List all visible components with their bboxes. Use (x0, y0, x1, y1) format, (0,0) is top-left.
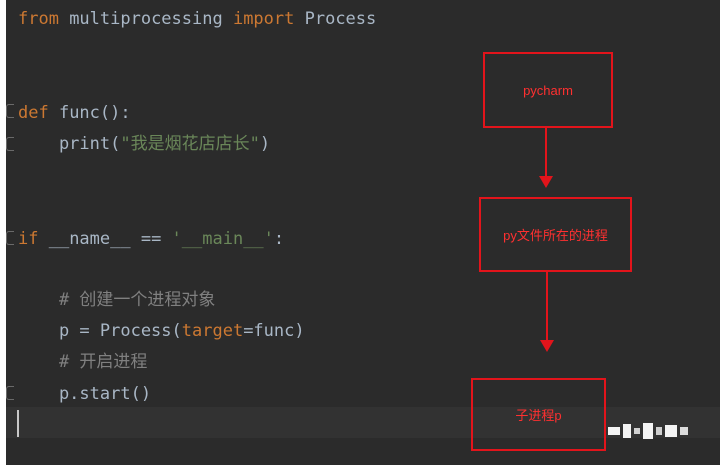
box-label: pycharm (523, 82, 573, 98)
text-caret (17, 410, 19, 437)
box-label: 子进程p (515, 408, 562, 423)
code-text: p = Process( (18, 321, 182, 341)
watermark-logo (608, 420, 696, 442)
string-literal: '__main__' (171, 229, 274, 249)
fold-marker-icon[interactable] (6, 104, 14, 118)
current-line-highlight (6, 407, 720, 438)
arrow-line (546, 272, 548, 342)
diagram-box-child-process: 子进程p (471, 378, 606, 451)
fold-end-marker-icon[interactable] (6, 386, 14, 400)
code-text: multiprocessing (58, 9, 233, 29)
diagram-box-pycharm: pycharm (483, 52, 613, 128)
arrow-down-icon (540, 340, 554, 352)
string-literal: "我是烟花店店长" (120, 134, 260, 154)
code-line-def: def func(): (18, 102, 131, 124)
code-line-print: print("我是烟花店店长") (18, 133, 270, 155)
code-text: print( (18, 134, 121, 154)
arrow-line (545, 128, 547, 178)
fold-end-marker-icon[interactable] (6, 137, 14, 151)
diagram-box-main-process: py文件所在的进程 (479, 197, 632, 272)
code-line-process: p = Process(target=func) (18, 320, 305, 342)
code-line-comment: # 开启进程 (18, 352, 148, 372)
box-label: py文件所在的进程 (503, 228, 608, 243)
code-line-start: p.start() (18, 384, 152, 404)
parameter-name: target (181, 321, 244, 341)
code-line-if-main: if __name__ == '__main__': (18, 228, 284, 250)
code-text: func(): (48, 103, 131, 123)
code-editor[interactable]: from multiprocessing import Process def … (6, 0, 720, 465)
keyword: def (18, 103, 49, 123)
fold-marker-icon[interactable] (6, 231, 14, 245)
keyword: if (18, 229, 39, 249)
keyword: import (232, 9, 295, 29)
code-text: ) (259, 134, 271, 154)
code-text: : (273, 229, 285, 249)
code-line-import: from multiprocessing import Process (18, 8, 376, 30)
code-line-comment: # 创建一个进程对象 (18, 290, 216, 310)
keyword: from (18, 9, 59, 29)
code-text: =func) (243, 321, 305, 341)
arrow-down-icon (539, 176, 553, 188)
code-text: __name__ == (38, 229, 172, 249)
code-text: Process (294, 9, 377, 29)
